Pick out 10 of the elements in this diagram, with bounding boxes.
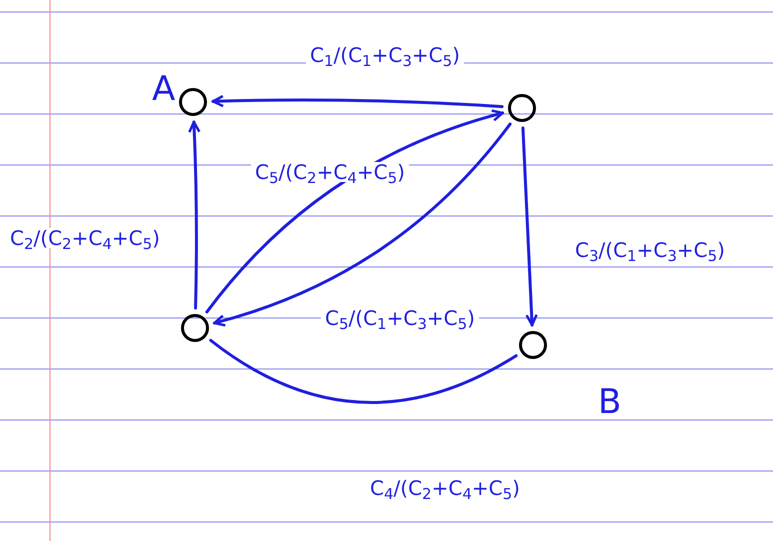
arrow (188, 120, 201, 310)
state-label: B (598, 385, 622, 419)
arrow (212, 122, 512, 326)
edge-label: C$_{5}$/(C$_{1}$+C$_{3}$+C$_{5}$) (321, 308, 479, 328)
arrow (205, 110, 504, 314)
arrow (212, 94, 504, 108)
edge-label: C$_{5}$/(C$_{2}$+C$_{4}$+C$_{5}$) (251, 162, 409, 182)
state-label: A (152, 72, 176, 106)
edge-label: C$_{1}$/(C$_{1}$+C$_{3}$+C$_{5}$) (306, 45, 464, 65)
arrow (521, 126, 538, 327)
